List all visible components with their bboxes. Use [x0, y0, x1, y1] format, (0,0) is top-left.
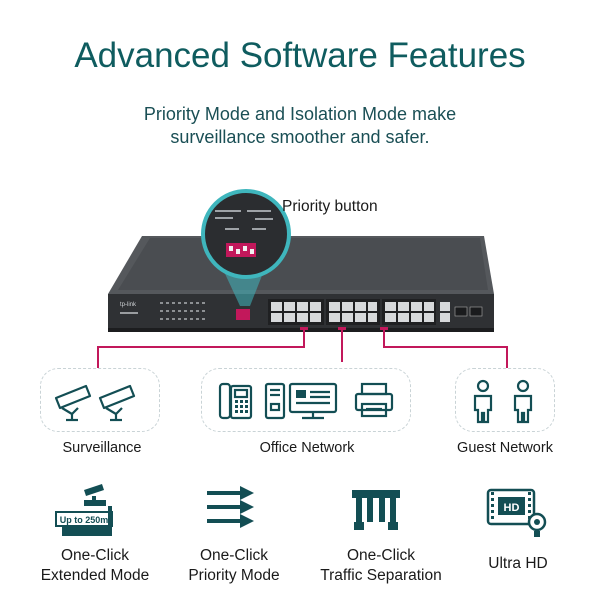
subtitle-line-1: Priority Mode and Isolation Mode make: [143, 104, 457, 124]
connector-lines: [97, 330, 508, 368]
priority-mode-icon: [207, 486, 254, 528]
office-network-label: Office Network: [259, 440, 355, 456]
monitor-icon: [288, 382, 338, 420]
surveillance-label: Surveillance: [62, 440, 142, 456]
person-icon: [473, 379, 493, 424]
priority-button-callout: Priority button: [282, 198, 378, 215]
brand-logo: tp-link: [120, 302, 137, 308]
guest-network-label: Guest Network: [457, 440, 553, 456]
office-network-group: [201, 368, 411, 432]
hd-badge-text: HD: [504, 502, 520, 514]
extended-mode-label: One-Click Extended Mode: [30, 546, 160, 586]
ultra-hd-label: Ultra HD: [488, 555, 548, 572]
guest-network-group: [455, 368, 555, 432]
subtitle-line-2: surveillance smoother and safer.: [170, 127, 430, 147]
magnifier-callout: [201, 189, 291, 279]
priority-mode-label-l2: Priority Mode: [188, 567, 280, 584]
surveillance-group: [40, 368, 160, 432]
priority-mode-label-l1: One-Click: [199, 547, 269, 564]
traffic-separation-label: One-Click Traffic Separation: [306, 546, 456, 586]
dip-switch: [236, 309, 250, 320]
page-title: Advanced Software Features: [74, 36, 526, 75]
printer-icon: [354, 382, 394, 418]
traffic-separation-icon: [352, 490, 400, 530]
traffic-separation-label-l1: One-Click: [346, 547, 416, 564]
camera-icon: [54, 384, 92, 422]
priority-mode-label: One-Click Priority Mode: [170, 546, 298, 586]
extended-mode-icon: Up to 250m: [55, 484, 113, 536]
traffic-separation-label-l2: Traffic Separation: [320, 567, 442, 584]
extended-mode-label-l2: Extended Mode: [40, 567, 150, 584]
desk-phone-icon: [218, 382, 253, 420]
person-icon-2: [513, 379, 533, 424]
camera-icon-2: [98, 384, 136, 422]
extended-mode-label-l1: One-Click: [60, 547, 130, 564]
extended-badge-text: Up to 250m: [60, 515, 109, 525]
pc-tower-icon: [264, 382, 286, 420]
ultra-hd-icon: HD: [486, 488, 547, 537]
